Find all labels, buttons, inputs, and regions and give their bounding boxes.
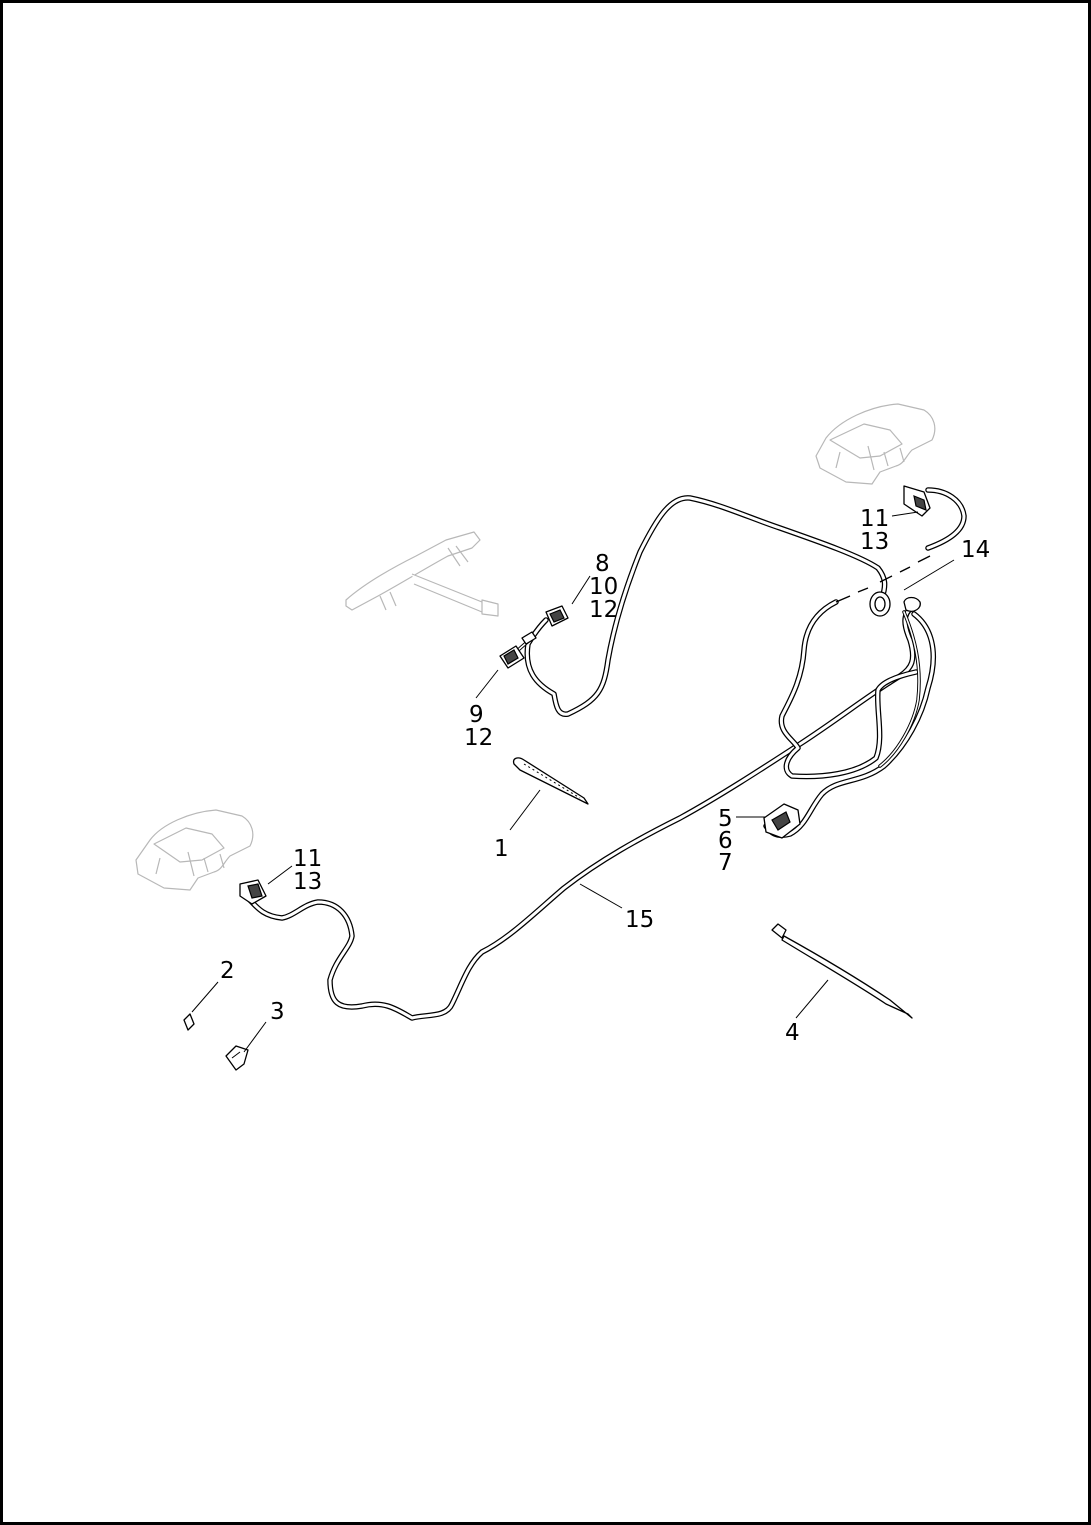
callout-labels: 1 2 3 4 5 6 7 8 10 12 9 12 11 13 14 11 1… bbox=[220, 506, 990, 1046]
connector-8-10-12 bbox=[545, 605, 569, 627]
callout-13-left: 13 bbox=[293, 869, 322, 895]
ghost-light-bar-bracket bbox=[345, 531, 499, 617]
part-2-clip bbox=[183, 1013, 195, 1031]
callout-12-upper: 12 bbox=[589, 597, 618, 623]
callout-14: 14 bbox=[961, 537, 990, 563]
ghost-left-lamp-housing bbox=[135, 809, 254, 891]
ghost-right-lamp-housing bbox=[815, 403, 936, 485]
connector-9-12 bbox=[499, 631, 537, 669]
part-1-cable-strap bbox=[512, 757, 589, 805]
callout-13-right: 13 bbox=[860, 529, 889, 555]
wire-harness-main bbox=[245, 487, 967, 1021]
part-4-cable-tie bbox=[771, 923, 913, 1019]
callout-11-right: 11 bbox=[860, 506, 889, 532]
callout-10: 10 bbox=[589, 574, 618, 600]
callout-11-left: 11 bbox=[293, 846, 322, 872]
callout-8: 8 bbox=[595, 551, 610, 577]
callout-15: 15 bbox=[625, 907, 654, 933]
callout-3: 3 bbox=[270, 999, 285, 1025]
connector-5-6-7 bbox=[763, 803, 801, 839]
callout-9: 9 bbox=[469, 702, 484, 728]
harness-grommet bbox=[869, 591, 921, 617]
part-3-clip bbox=[225, 1045, 249, 1071]
leader-lines bbox=[191, 511, 955, 1053]
parts-diagram: 1 2 3 4 5 6 7 8 10 12 9 12 11 13 14 11 1… bbox=[135, 403, 990, 1071]
callout-7: 7 bbox=[718, 850, 733, 876]
callout-12-lower: 12 bbox=[464, 725, 493, 751]
connector-left-11-13 bbox=[239, 879, 267, 905]
callout-4: 4 bbox=[785, 1020, 800, 1046]
callout-2: 2 bbox=[220, 958, 235, 984]
connector-right-11-13 bbox=[903, 485, 931, 517]
callout-5: 5 bbox=[718, 806, 733, 832]
callout-6: 6 bbox=[718, 828, 733, 854]
callout-1: 1 bbox=[494, 836, 509, 862]
routing-centerline bbox=[835, 555, 931, 603]
